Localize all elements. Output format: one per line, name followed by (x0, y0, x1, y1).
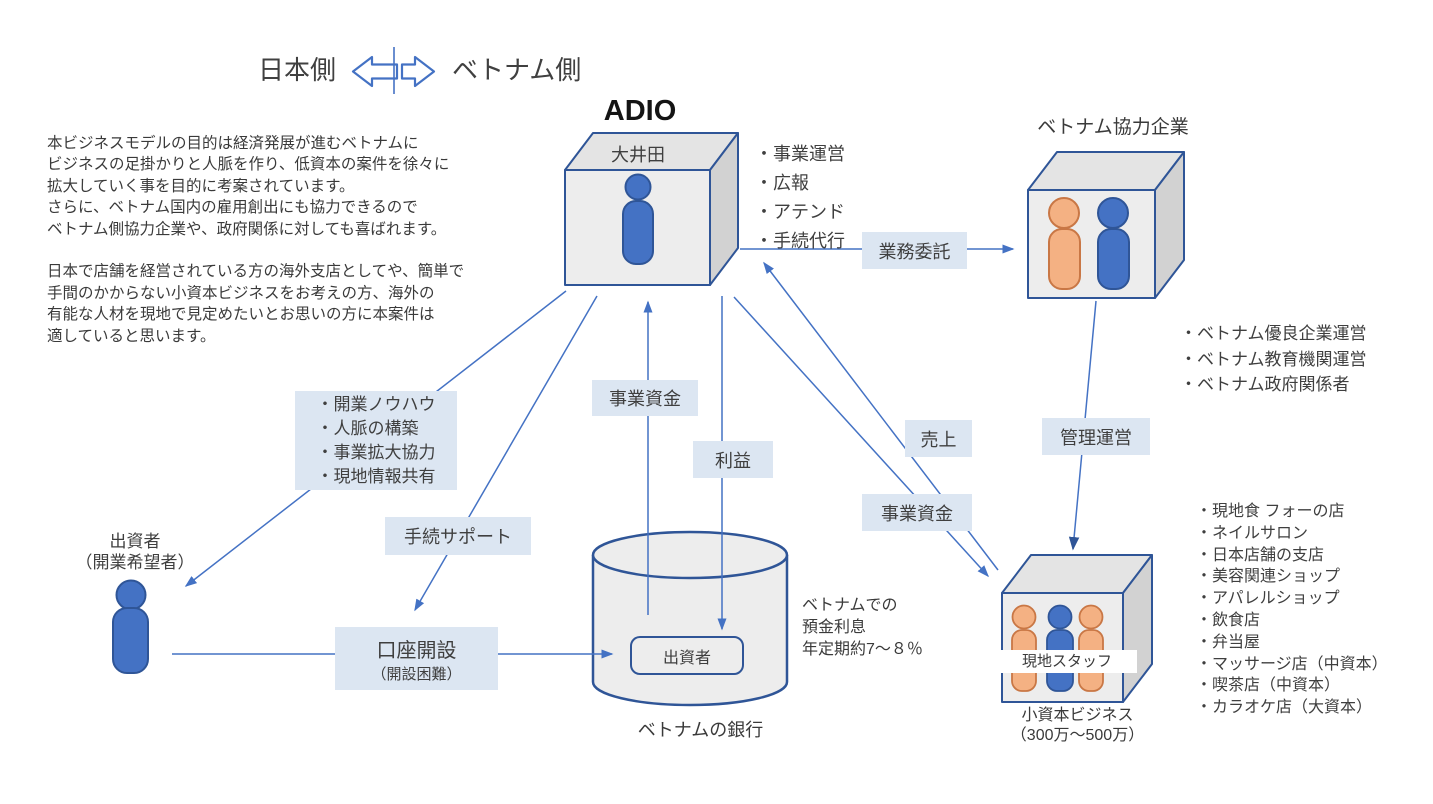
intro-paragraph: 本ビジネスモデルの目的は経済発展が進むベトナムに ビジネスの足掛かりと人脈を作り… (47, 135, 465, 345)
japan-side-arrow-icon (351, 55, 399, 88)
profit-label: 利益 (693, 441, 773, 478)
list-item: ・事業拡大協力 (316, 442, 436, 462)
staff-person-blue-icon (1046, 604, 1074, 692)
adio-person-icon (622, 173, 654, 265)
list-item: ・美容関連ショップ (1196, 568, 1341, 586)
list-item: ・人脈の構築 (316, 418, 419, 438)
outsourcing-label: 業務委託 (862, 232, 967, 269)
list-item: ・アテンド (755, 202, 845, 222)
list-item: ・カラオケ店（大資本） (1196, 699, 1373, 717)
list-item: ・日本店舗の支店 (1196, 546, 1325, 564)
adio-roles-list: ・事業運営・広報・アテンド・手続代行 (755, 140, 845, 256)
business-examples-list: ・現地食 フォーの店・ネイルサロン・日本店舗の支店・美容関連ショップ・アパレルシ… (1196, 501, 1388, 719)
list-item: ・事業運営 (755, 144, 845, 164)
business-funds-right-label: 事業資金 (862, 494, 972, 531)
bank-cylinder (591, 530, 789, 707)
vietnam-side-label: ベトナム側 (452, 55, 582, 85)
list-item: ・ベトナム優良企業運営 (1180, 324, 1367, 343)
bank-interest-note: ベトナムでの 預金利息 年定期約7～８％ (802, 597, 923, 658)
investor-person-icon (112, 579, 149, 674)
investor-label: 出資者 （開業希望者） (75, 532, 195, 572)
sales-label: 売上 (905, 420, 972, 457)
bank-investor-box: 出資者 (630, 636, 744, 675)
list-item: ・ベトナム教育機関運営 (1180, 349, 1367, 369)
partner-person-blue-icon (1097, 197, 1130, 290)
bank-caption: ベトナムの銀行 (637, 720, 764, 740)
business-funds-left-label: 事業資金 (592, 380, 698, 416)
list-item: ・開業ノウハウ (316, 394, 436, 414)
adio-person-label: 大井田 (611, 145, 665, 165)
adio-cube (564, 132, 739, 286)
procedure-support-label: 手続サポート (385, 517, 531, 555)
small-business-caption: 小資本ビジネス （300万～500万） (1010, 707, 1145, 744)
list-item: ・マッサージ店（中資本） (1196, 655, 1388, 673)
support-items-list: ・開業ノウハウ・人脈の構築・事業拡大協力・現地情報共有 (317, 393, 436, 489)
adio-title: ADIO (603, 95, 677, 127)
list-item: ・広報 (755, 173, 809, 193)
japan-side-label: 日本側 (258, 55, 337, 85)
staff-person-orange-icon (1011, 604, 1037, 692)
vietnam-partner-list: ・ベトナム優良企業運営・ベトナム教育機関運営・ベトナム政府関係者 (1180, 321, 1367, 398)
account-opening-box: 口座開設 （開設困難） (335, 627, 498, 690)
partner-person-orange-icon (1048, 197, 1081, 290)
vietnam-side-arrow-icon (400, 55, 436, 88)
line-adio-to-account-opening (414, 295, 598, 612)
account-opening-sub: （開設困難） (371, 665, 462, 683)
list-item: ・喫茶店（中資本） (1196, 677, 1341, 695)
staff-person-orange2-icon (1078, 604, 1104, 692)
list-item: ・ベトナム政府関係者 (1180, 375, 1350, 394)
list-item: ・アパレルショップ (1196, 590, 1340, 608)
list-item: ・弁当屋 (1196, 633, 1261, 651)
list-item: ・手続代行 (755, 231, 845, 251)
list-item: ・現地食 フォーの店 (1196, 503, 1345, 520)
vietnam-partner-title: ベトナム協力企業 (1037, 117, 1189, 138)
list-item: ・ネイルサロン (1196, 524, 1309, 542)
support-items-box: ・開業ノウハウ・人脈の構築・事業拡大協力・現地情報共有 (295, 391, 457, 490)
account-opening-main: 口座開設 (376, 639, 457, 662)
list-item: ・飲食店 (1196, 611, 1261, 629)
management-label: 管理運営 (1042, 418, 1150, 455)
list-item: ・現地情報共有 (316, 466, 436, 486)
local-staff-band: 現地スタッフ (997, 650, 1137, 673)
